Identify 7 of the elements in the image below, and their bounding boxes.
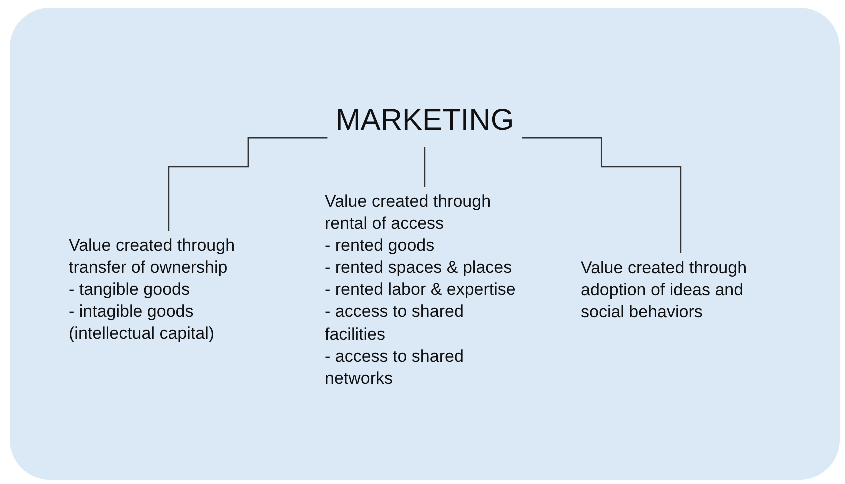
node-text: MARKETING bbox=[336, 104, 514, 138]
connector bbox=[522, 138, 682, 254]
node-text: Value created through adoption of ideas and social behaviors bbox=[581, 258, 748, 322]
node-text: Value created through rental of access - rented goods - rented spaces & places - rented labor & expertise - access to shared facilities - access to shared networks bbox=[325, 192, 516, 388]
connector bbox=[424, 146, 426, 188]
connector bbox=[168, 138, 328, 232]
node-text: Value created through transfer of ownership - tangible goods - intagible goods (intellectual capital) bbox=[69, 236, 236, 344]
